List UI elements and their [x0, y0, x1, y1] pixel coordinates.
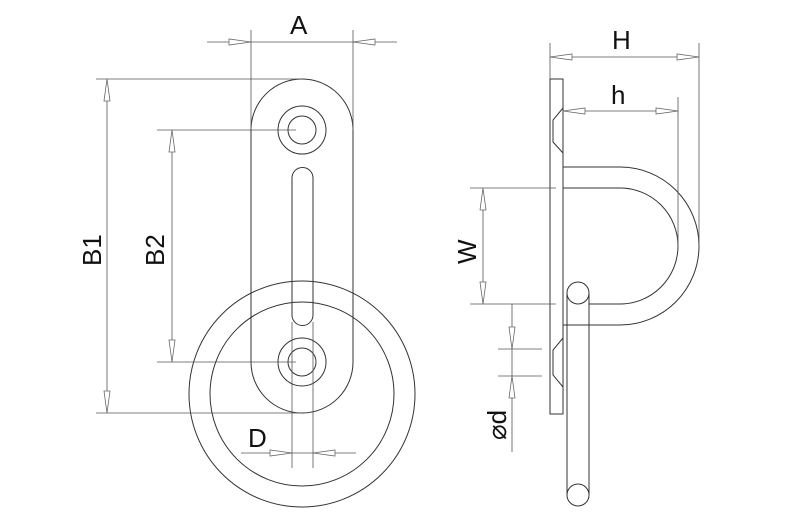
ring-section-top — [566, 281, 590, 305]
arrow-icon — [352, 38, 376, 46]
arrow-icon — [269, 449, 293, 457]
arrow-icon — [655, 107, 679, 115]
side-view — [549, 78, 700, 507]
label-hole-diameter: ⌀d — [482, 410, 512, 440]
dimension-h-inner: h — [562, 80, 679, 246]
label-b1: B1 — [77, 234, 107, 266]
label-h-total: H — [612, 25, 631, 55]
arrow-icon — [508, 375, 516, 399]
arrow-icon — [676, 53, 700, 61]
dimension-a: A — [207, 10, 397, 130]
side-plate — [549, 78, 564, 415]
slot — [291, 167, 314, 326]
label-h-inner: h — [611, 80, 625, 110]
dimension-hole-diameter: ⌀d — [482, 304, 542, 452]
label-d-diameter: D — [248, 423, 267, 453]
u-bolt-inner — [563, 187, 679, 305]
dimension-d: D — [241, 423, 356, 457]
arrow-icon — [103, 78, 111, 102]
u-bolt-outer — [563, 166, 700, 326]
arrow-icon — [479, 187, 487, 211]
arrow-icon — [168, 339, 176, 363]
dimension-w: W — [452, 187, 556, 305]
front-view — [188, 78, 416, 508]
arrow-icon — [562, 107, 586, 115]
arrow-icon — [549, 53, 573, 61]
arrow-icon — [479, 281, 487, 305]
ring-inner — [209, 301, 395, 487]
arrow-icon — [508, 326, 516, 350]
label-b2: B2 — [140, 234, 170, 266]
label-w: W — [452, 239, 482, 264]
arrow-icon — [312, 449, 336, 457]
arrow-icon — [168, 129, 176, 153]
arrow-icon — [103, 390, 111, 414]
label-a: A — [290, 10, 308, 40]
dimension-b2: B2 — [140, 129, 296, 363]
arrow-icon — [228, 38, 252, 46]
base-plate-outline — [250, 78, 354, 414]
ring-section-bottom — [566, 483, 590, 507]
ring-side-tube — [566, 293, 590, 495]
dimension-h-total: H — [549, 25, 700, 246]
ring-outer — [188, 280, 416, 508]
bottom-countersink — [552, 337, 564, 388]
top-countersink — [552, 107, 564, 154]
dimension-b1: B1 — [77, 78, 302, 414]
